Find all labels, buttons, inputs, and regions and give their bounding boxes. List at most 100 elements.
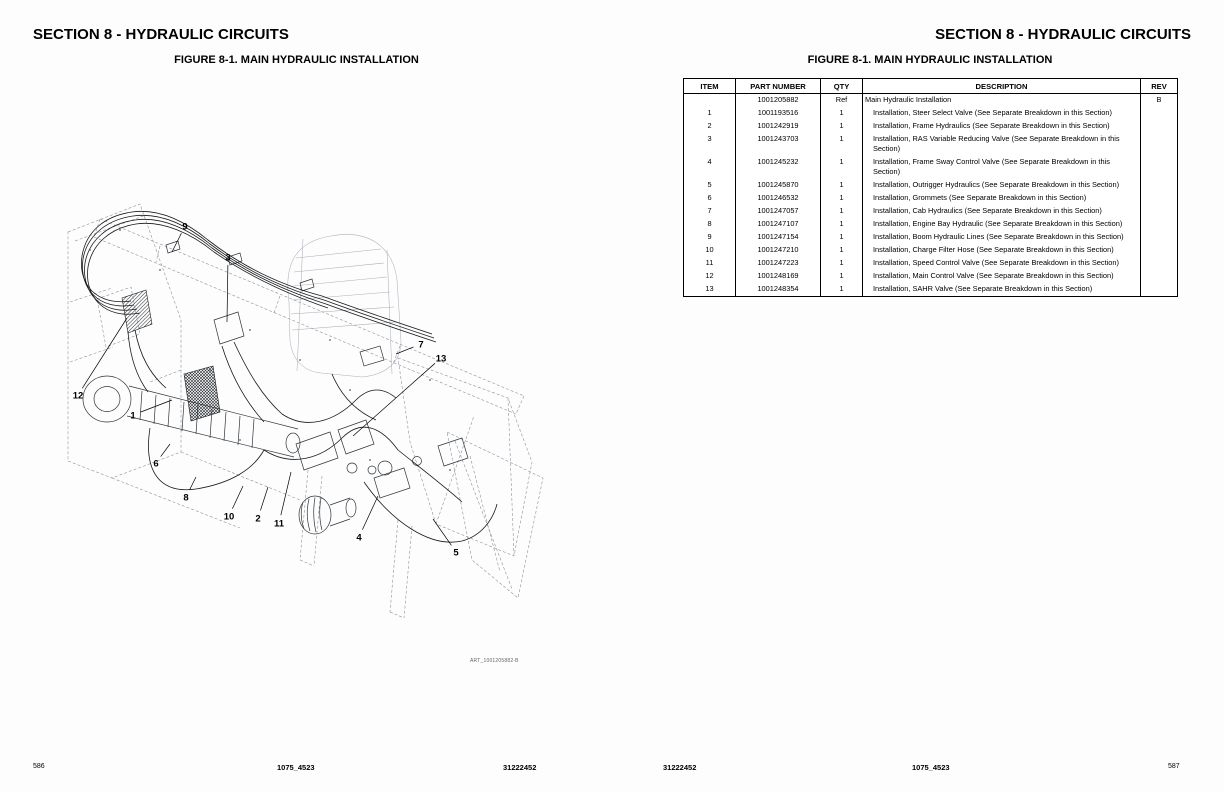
- cell-part-number: 1001245232: [735, 156, 821, 180]
- cell-description: Installation, Frame Sway Control Valve (…: [862, 156, 1141, 180]
- striped-pump: [298, 495, 357, 535]
- art-reference-label: ART_1001205882-B: [470, 658, 519, 664]
- cell-part-number: 1001243703: [735, 132, 821, 157]
- cell-rev: [1140, 230, 1178, 244]
- cell-qty: 1: [820, 106, 863, 120]
- cell-description: Installation, Speed Control Valve (See S…: [862, 256, 1141, 270]
- cell-qty: 1: [820, 205, 863, 219]
- callout-leader-10: [232, 485, 244, 509]
- callout-number-7: 7: [418, 340, 423, 351]
- cell-qty: 1: [820, 132, 863, 157]
- cell-rev: B: [1140, 93, 1178, 107]
- left-figure-title: FIGURE 8-1. MAIN HYDRAULIC INSTALLATION: [174, 54, 419, 66]
- cell-part-number: 1001242919: [735, 119, 821, 133]
- callout-number-1: 1: [130, 411, 136, 422]
- frame-cab: [287, 234, 402, 378]
- cell-rev: [1140, 256, 1178, 270]
- callout-number-3: 3: [225, 253, 230, 264]
- callout-leader-2: [260, 486, 269, 511]
- cell-description: Installation, Cab Hydraulics (See Separa…: [862, 205, 1141, 219]
- cell-part-number: 1001193516: [735, 106, 821, 120]
- cell-item: 6: [707, 193, 712, 203]
- col-header-qty: QTY: [820, 78, 863, 94]
- callout-leader-5: [432, 518, 452, 546]
- cell-rev: [1140, 119, 1178, 133]
- callout-leader-4: [362, 495, 379, 530]
- cell-rev: [1140, 106, 1178, 120]
- cell-part-number: 1001248169: [735, 269, 821, 283]
- callout-leader-1: [140, 399, 173, 413]
- callout-leader-11: [280, 471, 292, 516]
- cell-item: 3: [707, 133, 712, 143]
- cell-rev: [1140, 192, 1178, 206]
- cell-description: Installation, Outrigger Hydraulics (See …: [862, 179, 1141, 193]
- callout-number-5: 5: [453, 548, 459, 559]
- cell-part-number: 1001247223: [735, 256, 821, 270]
- right-figure-title: FIGURE 8-1. MAIN HYDRAULIC INSTALLATION: [807, 54, 1053, 66]
- cell-description: Installation, RAS Variable Reducing Valv…: [862, 132, 1141, 157]
- cell-part-number: 1001247057: [735, 205, 821, 219]
- callout-number-8: 8: [183, 493, 188, 504]
- cell-item: 9: [707, 231, 712, 241]
- callout-leader-8: [189, 476, 197, 491]
- callout-number-12: 12: [73, 391, 84, 402]
- frame-boom: [93, 218, 525, 415]
- cell-qty: 1: [820, 218, 863, 231]
- col-header-item: ITEM: [683, 78, 736, 94]
- cell-part-number: 1001247154: [735, 230, 821, 244]
- right-doc-code: 1075_4523: [912, 763, 950, 772]
- cell-qty: 1: [820, 179, 863, 193]
- left-part-ref: 31222452: [503, 763, 537, 772]
- main-control-valve-block: [121, 289, 153, 334]
- cell-description: Main Hydraulic Installation: [862, 93, 1141, 107]
- cell-qty: 1: [820, 243, 863, 257]
- cell-qty: 1: [820, 256, 863, 270]
- table-header-row: ITEM PART NUMBER QTY DESCRIPTION REV: [683, 78, 1178, 94]
- cell-part-number: 1001247107: [735, 218, 821, 231]
- cell-description: Installation, Boom Hydraulic Lines (See …: [862, 230, 1141, 244]
- right-section-header: SECTION 8 - HYDRAULIC CIRCUITS: [935, 26, 1191, 43]
- col-header-rev: REV: [1140, 78, 1178, 94]
- cell-part-number: 1001246532: [735, 192, 821, 206]
- cell-description: Installation, Grommets (See Separate Bre…: [862, 192, 1141, 206]
- cell-rev: [1140, 218, 1178, 231]
- cell-part-number: 1001205882: [735, 93, 821, 107]
- right-page-number: 587: [1168, 763, 1180, 770]
- cell-item: 4: [707, 157, 712, 167]
- cell-qty: 1: [820, 269, 863, 283]
- cell-rev: [1140, 132, 1178, 157]
- parts-table: ITEM PART NUMBER QTY DESCRIPTION REV 100…: [683, 78, 1178, 297]
- cell-part-number: 1001245870: [735, 179, 821, 193]
- hydraulic-hoses: [81, 210, 498, 543]
- cell-part-number: 1001248354: [735, 282, 821, 296]
- cell-qty: 1: [820, 230, 863, 244]
- cell-item: 1: [707, 107, 712, 117]
- cell-description: Installation, SAHR Valve (See Separate B…: [862, 282, 1141, 296]
- cell-rev: [1140, 156, 1178, 180]
- cell-rev: [1140, 269, 1178, 283]
- cell-qty: 1: [820, 282, 863, 296]
- cell-rev: [1140, 243, 1178, 257]
- cell-description: Installation, Engine Bay Hydraulic (See …: [862, 218, 1141, 231]
- cell-description: Installation, Charge Filter Hose (See Se…: [862, 243, 1141, 257]
- left-page-number: 586: [33, 763, 45, 770]
- callout-leader-12: [81, 317, 128, 389]
- cell-description: Installation, Main Control Valve (See Se…: [862, 269, 1141, 283]
- cell-item: 10: [705, 244, 714, 254]
- cell-item: 11: [705, 257, 714, 267]
- grid-cooler-component: [183, 365, 221, 422]
- right-part-ref: 31222452: [663, 763, 697, 772]
